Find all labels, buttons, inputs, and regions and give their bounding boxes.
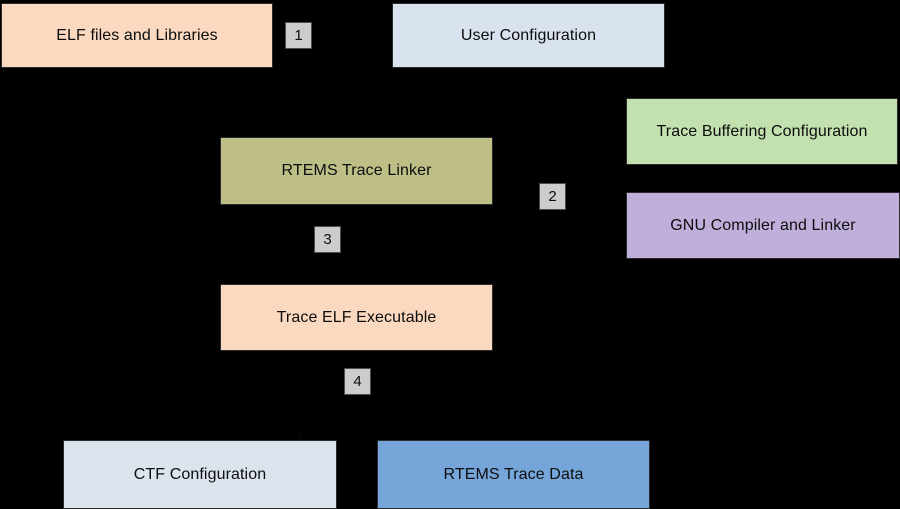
node-label: ELF files and Libraries — [56, 26, 218, 44]
node-elf-files-and-libraries[interactable]: ELF files and Libraries — [1, 3, 273, 68]
step-badge-1: 1 — [285, 22, 312, 49]
node-label: RTEMS Trace Data — [443, 465, 584, 483]
step-badge-label: 2 — [548, 188, 557, 205]
node-ctf-configuration[interactable]: CTF Configuration — [63, 440, 337, 509]
step-badge-label: 3 — [323, 231, 332, 248]
node-label: RTEMS Trace Linker — [281, 162, 432, 180]
node-label: GNU Compiler and Linker — [670, 216, 856, 234]
node-user-configuration[interactable]: User Configuration — [392, 3, 665, 68]
node-label: Trace Buffering Configuration — [656, 122, 868, 140]
node-label: Trace ELF Executable — [276, 308, 437, 326]
node-trace-buffering-configuration[interactable]: Trace Buffering Configuration — [626, 98, 898, 165]
node-label: CTF Configuration — [133, 465, 267, 483]
step-badge-label: 1 — [294, 27, 303, 44]
node-label: User Configuration — [460, 26, 597, 44]
node-rtems-trace-data[interactable]: RTEMS Trace Data — [377, 440, 650, 509]
step-badge-4: 4 — [344, 368, 371, 395]
node-rtems-trace-linker[interactable]: RTEMS Trace Linker — [220, 137, 493, 205]
connector-stub-ctf-configuration — [300, 432, 301, 441]
step-badge-label: 4 — [353, 373, 362, 390]
node-trace-elf-executable[interactable]: Trace ELF Executable — [220, 284, 493, 351]
step-badge-2: 2 — [539, 183, 566, 210]
node-gnu-compiler-and-linker[interactable]: GNU Compiler and Linker — [626, 192, 900, 259]
step-badge-3: 3 — [314, 226, 341, 253]
